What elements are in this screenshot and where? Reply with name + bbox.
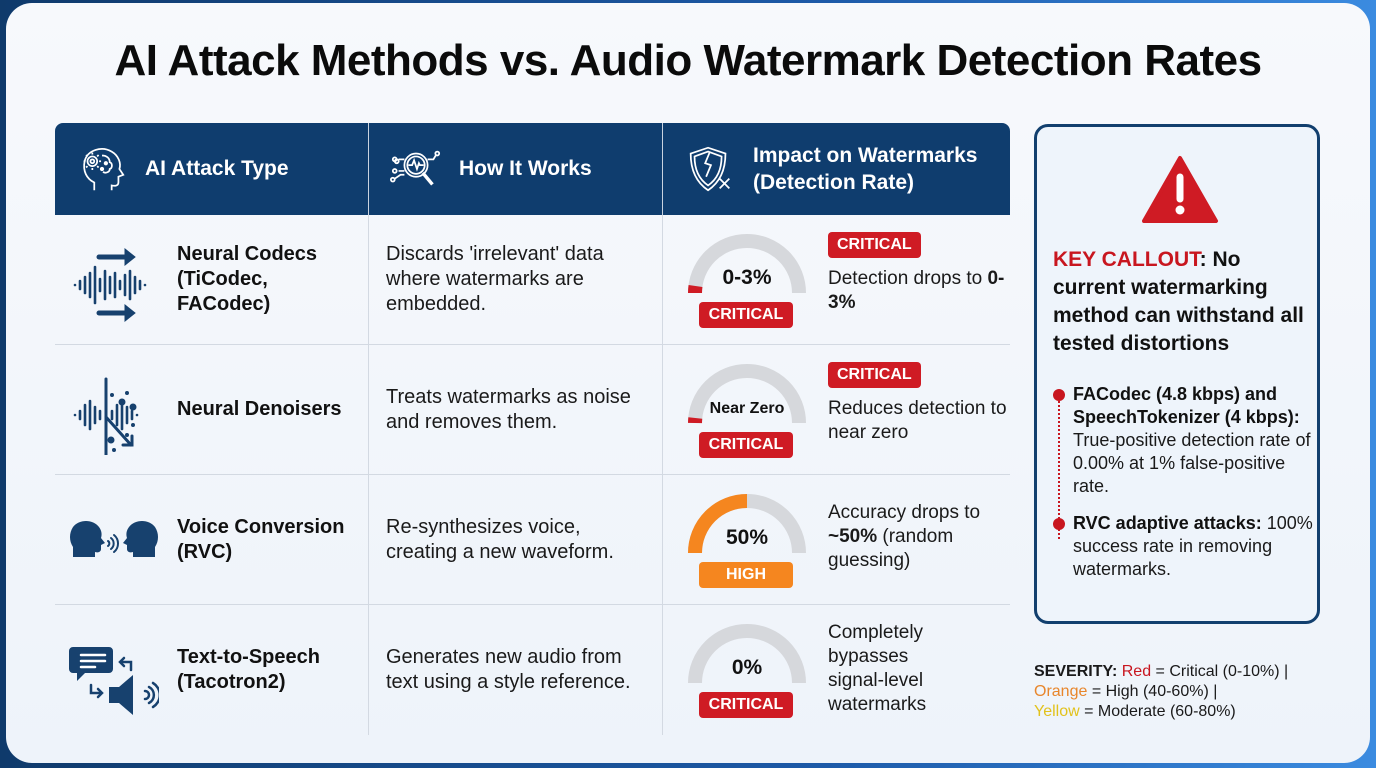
page-title: AI Attack Methods vs. Audio Watermark De… — [114, 36, 1262, 85]
gauge-value: Near Zero — [709, 400, 785, 417]
detection-gauge: Near Zero CRITICAL — [685, 359, 809, 469]
callout-bullet: RVC adaptive attacks: 100% success rate … — [1053, 512, 1315, 581]
gauge-value: 0-3% — [722, 266, 772, 289]
impact-text: Detection drops to 0-3% — [828, 268, 1005, 313]
impact-text: Accuracy drops to ~50% (random guessing) — [828, 502, 981, 571]
callout-title: KEY CALLOUT: No current watermarking met… — [1053, 248, 1304, 355]
gauge-value: 50% — [725, 526, 769, 549]
header-impact: Impact on Watermarks (Detection Rate) — [663, 123, 1010, 215]
attack-type-cell: Neural Codecs (TiCodec, FACodec) — [55, 215, 369, 344]
severity-badge: CRITICAL — [699, 692, 793, 718]
callout-bullets: FACodec (4.8 kbps) and SpeechTokenizer (… — [1053, 383, 1315, 595]
impact-cell: 50% HIGH Accuracy drops to ~50% (random … — [663, 475, 1010, 604]
waveform-denoise-icon — [73, 377, 139, 455]
header-label: AI Attack Type — [145, 157, 289, 180]
attack-name: Voice Conversion (RVC) — [177, 515, 345, 563]
callout-bullet: FACodec (4.8 kbps) and SpeechTokenizer (… — [1053, 383, 1315, 498]
key-callout-box: KEY CALLOUT: No current watermarking met… — [1034, 124, 1320, 624]
table-row: Text-to-Speech (Tacotron2) Generates new… — [55, 605, 1010, 735]
warning-triangle-icon — [1142, 156, 1218, 223]
bullet-dot-icon — [1053, 518, 1065, 530]
table-row: Neural Denoisers Treats watermarks as no… — [55, 345, 1010, 475]
detection-gauge: 0% CRITICAL — [685, 619, 809, 729]
attack-type-cell: Text-to-Speech (Tacotron2) — [55, 605, 369, 735]
gauge-arc — [688, 624, 806, 684]
how-it-works-cell: Re-synthesizes voice, creating a new wav… — [369, 475, 663, 604]
header-label: How It Works — [459, 157, 592, 180]
impact-cell: Near Zero CRITICAL CRITICAL Reduces dete… — [663, 345, 1010, 474]
waveform-arrows-icon — [73, 247, 147, 322]
severity-badge: CRITICAL — [699, 432, 793, 458]
how-it-works-cell: Generates new audio from text using a st… — [369, 605, 663, 735]
table-row: Voice Conversion (RVC) Re-synthesizes vo… — [55, 475, 1010, 605]
severity-badge: HIGH — [699, 562, 793, 588]
two-heads-speaking-icon — [70, 520, 158, 557]
impact-cell: 0-3% CRITICAL CRITICAL Detection drops t… — [663, 215, 1010, 344]
impact-cell: 0% CRITICAL Completely bypasses signal-l… — [663, 605, 1010, 735]
impact-text: Completely bypasses signal-level waterma… — [828, 622, 927, 715]
gauge-arc — [688, 494, 806, 554]
gauge-arc — [688, 234, 806, 294]
attack-name: Neural Denoisers — [177, 398, 342, 420]
severity-tag: CRITICAL — [828, 362, 921, 388]
table-header: AI Attack Type How It Works Impact on Wa… — [55, 123, 1010, 215]
chat-to-speaker-icon — [69, 647, 159, 715]
detection-gauge: 50% HIGH — [685, 489, 809, 599]
attack-name: Text-to-Speech (Tacotron2) — [177, 646, 320, 693]
gauge-arc — [688, 364, 806, 424]
header-label: Impact on Watermarks (Detection Rate) — [753, 144, 978, 194]
header-how-it-works: How It Works — [369, 123, 663, 215]
attack-type-cell: Voice Conversion (RVC) — [55, 475, 369, 604]
bullet-connector — [1058, 397, 1060, 539]
brain-gear-head-icon — [83, 148, 125, 191]
severity-legend: SEVERITY: Red = Critical (0-10%) | Orang… — [1034, 663, 1289, 720]
magnifier-waveform-icon — [389, 150, 441, 186]
attack-name: Neural Codecs (TiCodec, FACodec) — [177, 243, 318, 315]
header-attack-type: AI Attack Type — [55, 123, 369, 215]
severity-badge: CRITICAL — [699, 302, 793, 328]
table-row: Neural Codecs (TiCodec, FACodec) Discard… — [55, 215, 1010, 345]
detection-gauge: 0-3% CRITICAL — [685, 229, 809, 339]
impact-text: Reduces detection to near zero — [828, 398, 1007, 443]
severity-tag: CRITICAL — [828, 232, 921, 258]
attack-table: AI Attack Type How It Works Impact on Wa… — [55, 123, 1010, 735]
bullet-dot-icon — [1053, 389, 1065, 401]
gauge-value: 0% — [731, 656, 763, 679]
how-it-works-cell: Discards 'irrelevant' data where waterma… — [369, 215, 663, 344]
attack-type-cell: Neural Denoisers — [55, 345, 369, 474]
broken-shield-icon — [689, 146, 730, 192]
how-it-works-cell: Treats watermarks as noise and removes t… — [369, 345, 663, 474]
